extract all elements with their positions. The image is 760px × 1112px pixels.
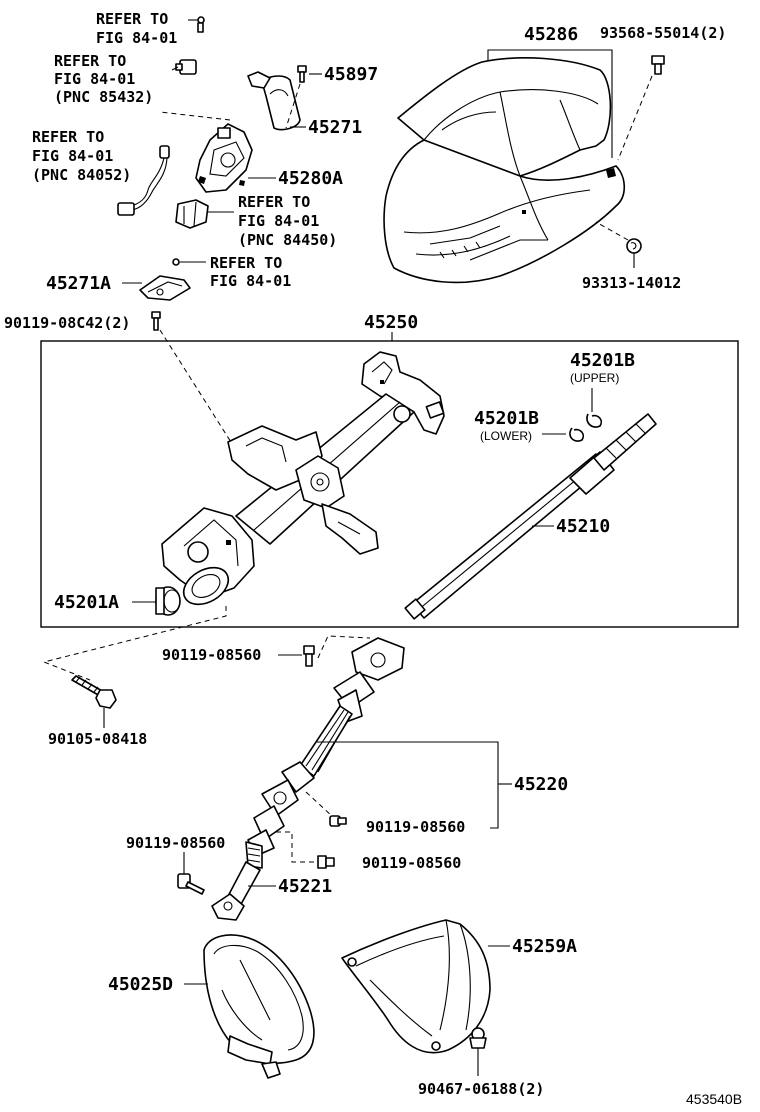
part-number-45201A: 45201A <box>54 592 119 613</box>
small-screw-icon <box>188 16 205 33</box>
part-number-45025D: 45025D <box>108 974 173 995</box>
clip-93313-icon <box>595 221 642 268</box>
clip-45201B-lower-icon <box>542 427 585 442</box>
dashed-line <box>42 606 227 681</box>
small-bolt-icon <box>172 258 206 266</box>
boot-45259A <box>341 919 491 1054</box>
bracket-45271A <box>139 275 191 301</box>
column-cover-45286 <box>383 57 626 284</box>
part-number-45286: 45286 <box>524 24 578 45</box>
switch-assembly-45280A <box>195 123 253 193</box>
refer-label-b: REFER TO FIG 84-01 (PNC 85432) <box>54 52 153 106</box>
bolt-90105-icon <box>71 675 117 728</box>
part-number-90119-08560-mid: 90119-08560 <box>366 818 465 836</box>
screw-93568-icon <box>617 55 665 161</box>
part-number-45221: 45221 <box>278 876 332 897</box>
svg-text:(PNC 85432): (PNC 85432) <box>54 88 153 106</box>
steering-column-45250 <box>161 351 445 606</box>
bolt-90467-icon <box>469 1027 487 1076</box>
svg-text:(PNC 84450): (PNC 84450) <box>238 231 337 249</box>
svg-text:FIG 84-01: FIG 84-01 <box>210 272 291 290</box>
upper-note: (UPPER) <box>570 371 619 385</box>
part-number-90119-08560-left: 90119-08560 <box>126 834 225 852</box>
part-number-45897: 45897 <box>324 64 378 85</box>
lower-shaft-45221 <box>211 841 263 921</box>
bolt-90119-bottom-icon <box>276 831 335 869</box>
bolt-90119-mid-icon <box>305 791 347 827</box>
part-number-90119-08C42: 90119-08C42(2) <box>4 314 130 332</box>
connector-icon <box>171 59 197 75</box>
leader-45220 <box>316 741 499 829</box>
bolt-90119-top-icon <box>278 635 371 667</box>
refer-label-a: REFER TO FIG 84-01 <box>96 10 177 47</box>
screw-45897-icon <box>285 65 322 129</box>
part-number-45259A: 45259A <box>512 936 577 957</box>
sensor-module-icon <box>175 199 234 229</box>
lower-note: (LOWER) <box>480 429 532 443</box>
bracket-45271 <box>247 71 301 131</box>
part-number-90105: 90105-08418 <box>48 730 147 748</box>
part-number-45201B-lower: 45201B <box>474 408 539 429</box>
shaft-45210 <box>404 413 657 620</box>
part-number-45280A: 45280A <box>278 168 343 189</box>
bushing-45201A <box>155 586 181 616</box>
svg-text:REFER TO: REFER TO <box>54 52 126 70</box>
intermediate-shaft-45220 <box>247 637 405 857</box>
part-number-90119-08560-top: 90119-08560 <box>162 646 261 664</box>
svg-text:FIG 84-01: FIG 84-01 <box>54 70 135 88</box>
part-number-45271A: 45271A <box>46 273 111 294</box>
part-number-90119-08560-bottom: 90119-08560 <box>362 854 461 872</box>
part-number-45210: 45210 <box>556 516 610 537</box>
dashed-line <box>159 111 231 121</box>
svg-text:REFER TO: REFER TO <box>96 10 168 28</box>
boot-45025D <box>203 934 315 1079</box>
svg-text:FIG 84-01: FIG 84-01 <box>238 212 319 230</box>
column-assembly-box <box>40 340 739 628</box>
svg-text:(PNC 84052): (PNC 84052) <box>32 166 131 184</box>
part-number-45220: 45220 <box>514 774 568 795</box>
refer-label-c: REFER TO FIG 84-01 (PNC 84052) <box>32 128 131 184</box>
svg-text:FIG 84-01: FIG 84-01 <box>32 147 113 165</box>
figure-id: 453540B <box>686 1091 742 1107</box>
part-number-45250: 45250 <box>364 312 418 333</box>
svg-text:FIG 84-01: FIG 84-01 <box>96 29 177 47</box>
svg-text:REFER TO: REFER TO <box>210 254 282 272</box>
part-number-45201B-upper: 45201B <box>570 350 635 371</box>
part-number-90467: 90467-06188(2) <box>418 1080 544 1098</box>
svg-text:REFER TO: REFER TO <box>238 193 310 211</box>
screw-90119-08C42-icon <box>151 311 161 331</box>
clip-45201B-upper-icon <box>586 388 603 428</box>
refer-label-e: REFER TO FIG 84-01 <box>210 254 291 290</box>
svg-text:REFER TO: REFER TO <box>32 128 104 146</box>
part-number-93313: 93313-14012 <box>582 274 681 292</box>
dashed-line <box>159 329 237 451</box>
part-number-93568: 93568-55014(2) <box>600 24 726 42</box>
refer-label-d: REFER TO FIG 84-01 (PNC 84450) <box>238 193 337 249</box>
bolt-90119-left-icon <box>177 852 205 895</box>
wire-harness-icon <box>117 145 170 216</box>
part-number-45271: 45271 <box>308 117 362 138</box>
